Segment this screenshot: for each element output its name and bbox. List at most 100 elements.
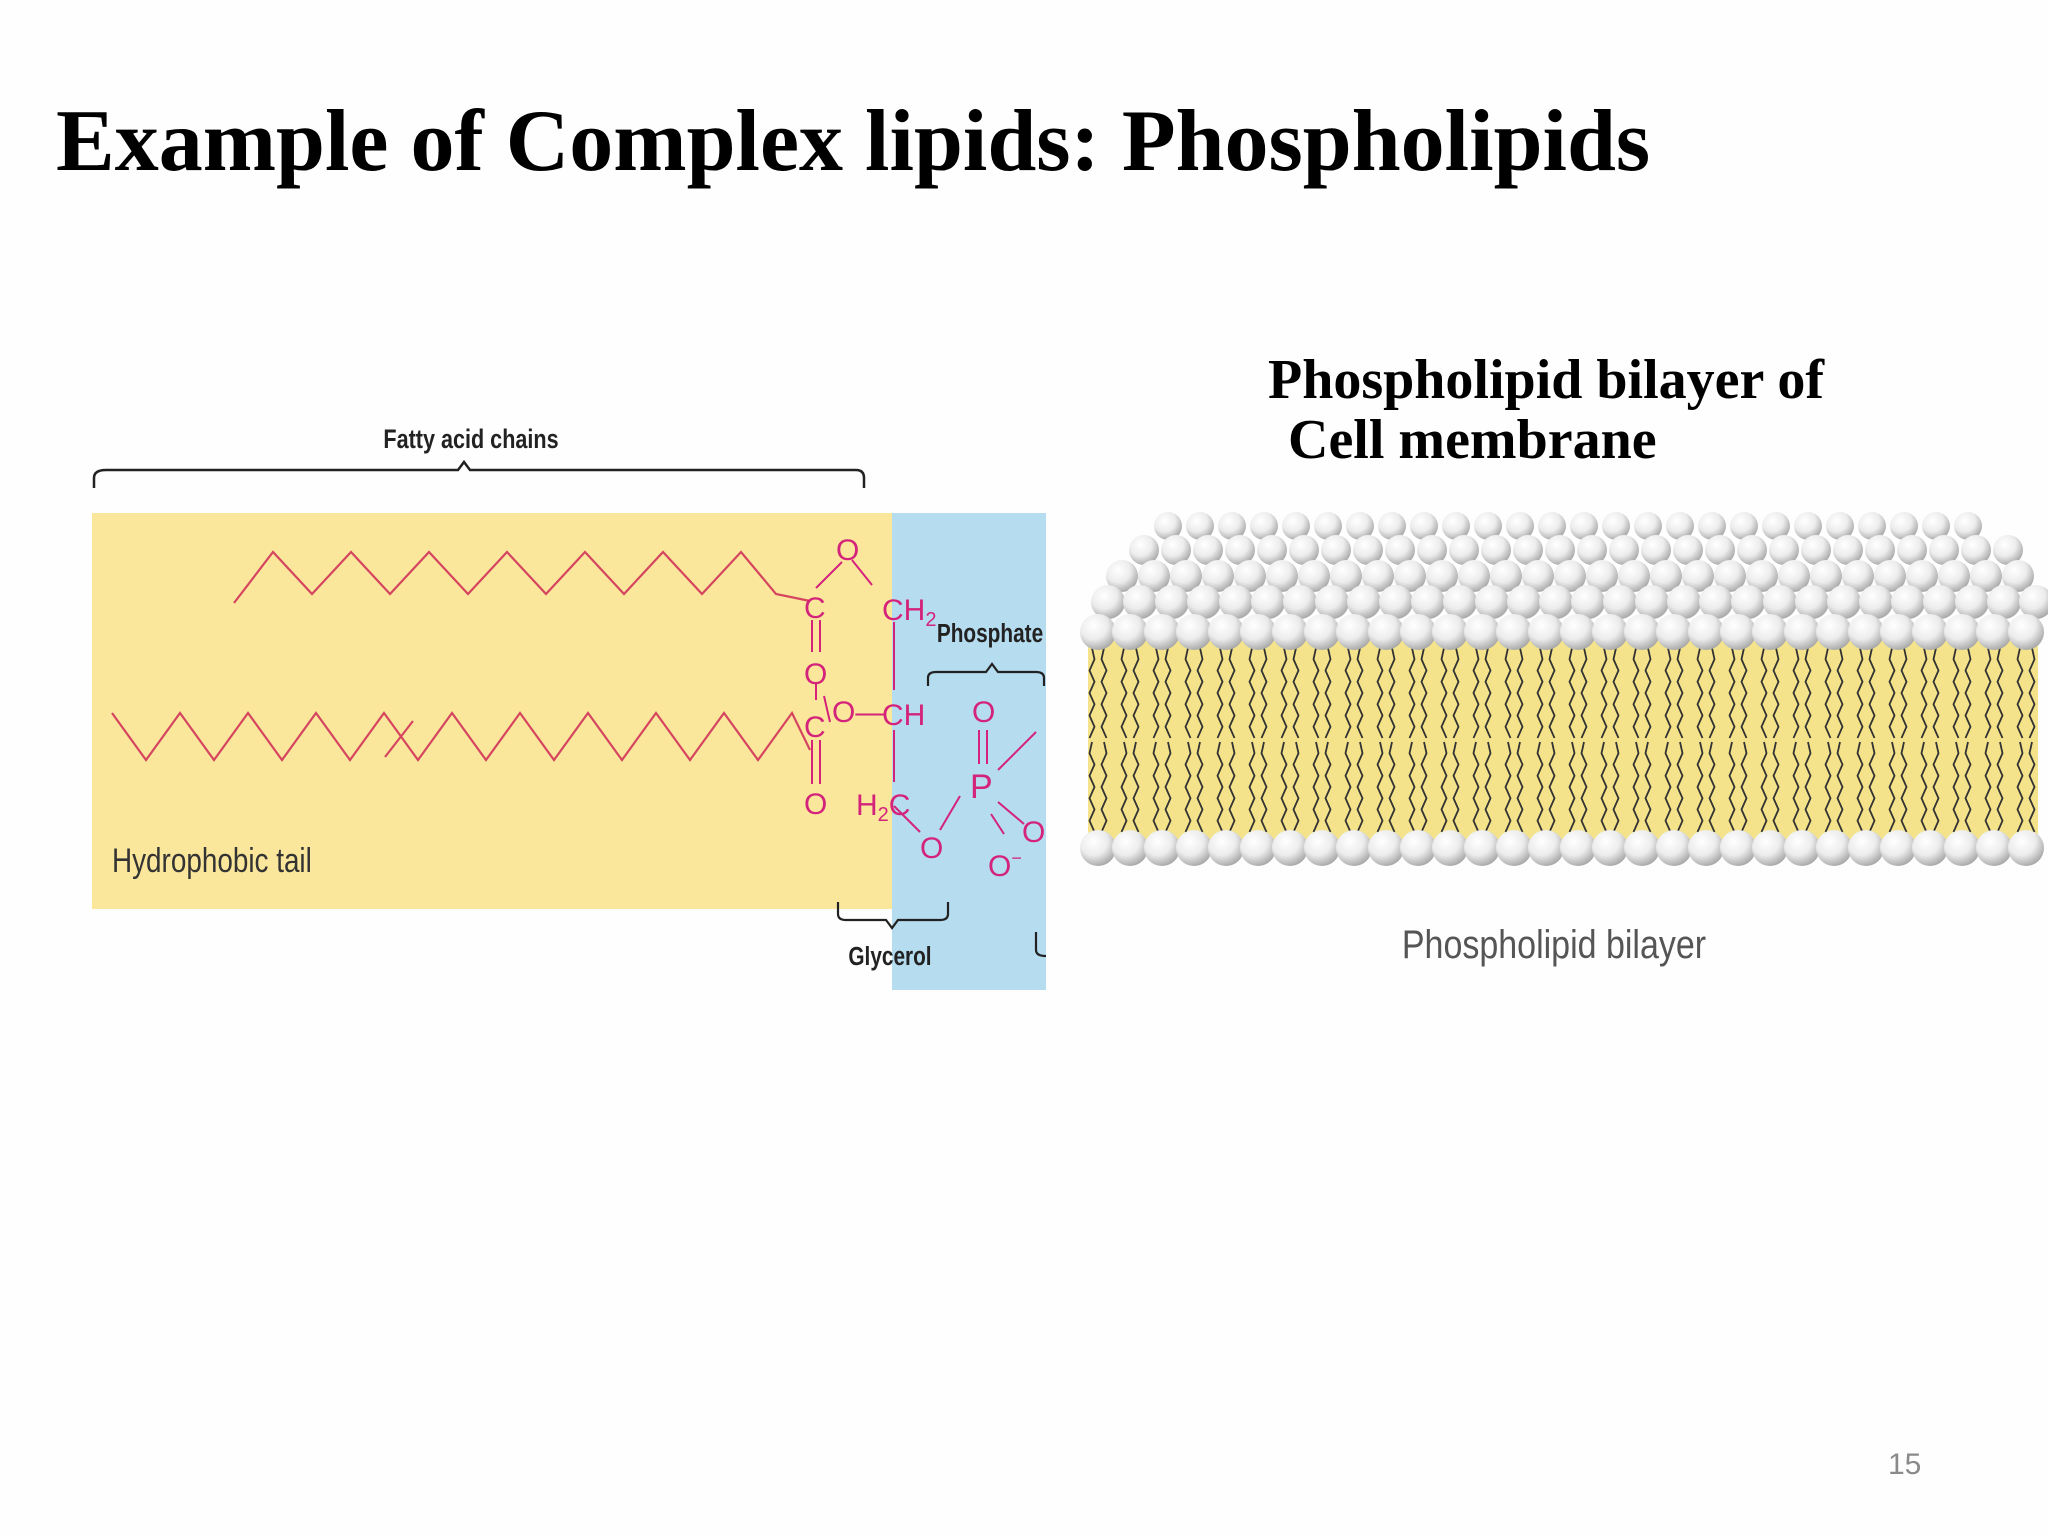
lipid-head-top xyxy=(1720,614,1756,650)
lipid-tail xyxy=(1548,647,1556,739)
lipid-tail xyxy=(1772,647,1780,739)
lipid-tail xyxy=(1804,647,1812,739)
lipid-tail xyxy=(1900,647,1908,739)
lipid-head-back xyxy=(1833,535,1863,565)
lipid-head-top xyxy=(1656,614,1692,650)
lipid-head-bottom xyxy=(1400,830,1436,866)
lipid-head-bottom xyxy=(1176,830,1212,866)
lipid-tail xyxy=(1260,741,1268,833)
lipid-tail xyxy=(1920,647,1928,739)
lipid-head-bottom xyxy=(1496,830,1532,866)
lipid-tail xyxy=(1440,647,1448,739)
lipid-tail xyxy=(1196,741,1204,833)
lipid-tail xyxy=(1292,741,1300,833)
lipid-head-back xyxy=(1539,585,1573,619)
lipid-tail xyxy=(1952,741,1960,833)
lipid-tail xyxy=(1324,647,1332,739)
lipid-tail xyxy=(1932,647,1940,739)
glycerol-bonds xyxy=(893,622,1037,835)
lipid-tail xyxy=(1664,741,1672,833)
lipid-head-back xyxy=(2002,560,2034,592)
lipid-tail xyxy=(1280,647,1288,739)
lipid-head-back xyxy=(1298,560,1330,592)
lipid-tail xyxy=(1228,741,1236,833)
lipid-head-bottom xyxy=(1112,830,1148,866)
lipid-head-back xyxy=(1801,535,1831,565)
lipid-head-back xyxy=(1634,512,1662,540)
lipid-head-back xyxy=(1890,512,1918,540)
lipid-head-bottom xyxy=(1816,830,1852,866)
lipid-head-bottom xyxy=(1752,830,1788,866)
lipid-tail xyxy=(1248,741,1256,833)
lipid-head-back xyxy=(1161,535,1191,565)
lipid-head-back xyxy=(1874,560,1906,592)
lipid-head-bottom xyxy=(1272,830,1308,866)
lipid-tail xyxy=(1632,741,1640,833)
lipid-tail xyxy=(1580,647,1588,739)
lipid-tail xyxy=(1888,741,1896,833)
lipid-head-back xyxy=(1155,585,1189,619)
bilayer-interior xyxy=(1088,640,2038,840)
lipid-head-back xyxy=(1411,585,1445,619)
lipid-head-back xyxy=(1737,535,1767,565)
lipid-head-back xyxy=(1394,560,1426,592)
lipid-head-back xyxy=(1545,535,1575,565)
lipid-head-back xyxy=(1667,585,1701,619)
lipid-head-top xyxy=(1240,614,1276,650)
lipid-head-back xyxy=(1922,512,1950,540)
lipid-head-back xyxy=(1129,535,1159,565)
lipid-tail xyxy=(1868,647,1876,739)
lipid-head-bottom xyxy=(1080,830,1116,866)
lipid-tail xyxy=(1452,741,1460,833)
lipid-head-back xyxy=(1954,512,1982,540)
lipid-head-back xyxy=(1618,560,1650,592)
lipid-head-bottom xyxy=(1944,830,1980,866)
lipid-tail xyxy=(1920,741,1928,833)
lipid-head-back xyxy=(1257,535,1287,565)
lipid-head-back xyxy=(1481,535,1511,565)
lipid-head-back xyxy=(1417,535,1447,565)
lipid-tail xyxy=(1420,647,1428,739)
lipid-head-back xyxy=(1187,585,1221,619)
lipid-head-back xyxy=(1378,512,1406,540)
lipid-head-back xyxy=(1458,560,1490,592)
lipid-tail xyxy=(1408,647,1416,739)
svg-text:P: P xyxy=(970,768,993,806)
lipid-head-bottom xyxy=(1848,830,1884,866)
lipid-tail xyxy=(1100,647,1108,739)
glycerol-atoms: CH2 CH H2C O O P O O− xyxy=(856,594,1045,883)
lipid-head-top xyxy=(1080,614,1116,650)
lipid-head-bottom xyxy=(1240,830,1276,866)
partial-bracket xyxy=(1034,932,1046,958)
lipid-tail xyxy=(1984,741,1992,833)
lipid-tail xyxy=(1708,741,1716,833)
lipid-head-top xyxy=(1912,614,1948,650)
lipid-tail xyxy=(1132,647,1140,739)
lipid-head-back xyxy=(1123,585,1157,619)
lipid-head-back xyxy=(1923,585,1957,619)
phospholipid-structure-diagram: Fatty acid chains C O O C O O— xyxy=(92,425,1046,990)
lipid-head-back xyxy=(1698,512,1726,540)
page-number: 15 xyxy=(1888,1448,1922,1481)
bilayer-bottom-heads xyxy=(1080,830,2044,866)
ester-bonds xyxy=(811,559,873,784)
lipid-head-back xyxy=(1091,585,1125,619)
lipid-tail xyxy=(1184,741,1192,833)
phospholipid-bilayer-label: Phospholipid bilayer xyxy=(1402,921,1706,966)
lipid-head-back xyxy=(1635,585,1669,619)
lipid-head-back xyxy=(1769,535,1799,565)
lipid-tail xyxy=(2028,647,2036,739)
lipid-head-back xyxy=(1609,535,1639,565)
lipid-tail xyxy=(1696,741,1704,833)
lipid-head-back xyxy=(1730,512,1758,540)
lipid-tail xyxy=(1440,741,1448,833)
lipid-head-top xyxy=(1400,614,1436,650)
lipid-tail xyxy=(1132,741,1140,833)
lipid-tail xyxy=(1612,741,1620,833)
lipid-head-back xyxy=(1794,512,1822,540)
lipid-head-back xyxy=(1714,560,1746,592)
lipid-head-top xyxy=(1496,614,1532,650)
lipid-head-top xyxy=(1368,614,1404,650)
lipid-head-back xyxy=(1891,585,1925,619)
